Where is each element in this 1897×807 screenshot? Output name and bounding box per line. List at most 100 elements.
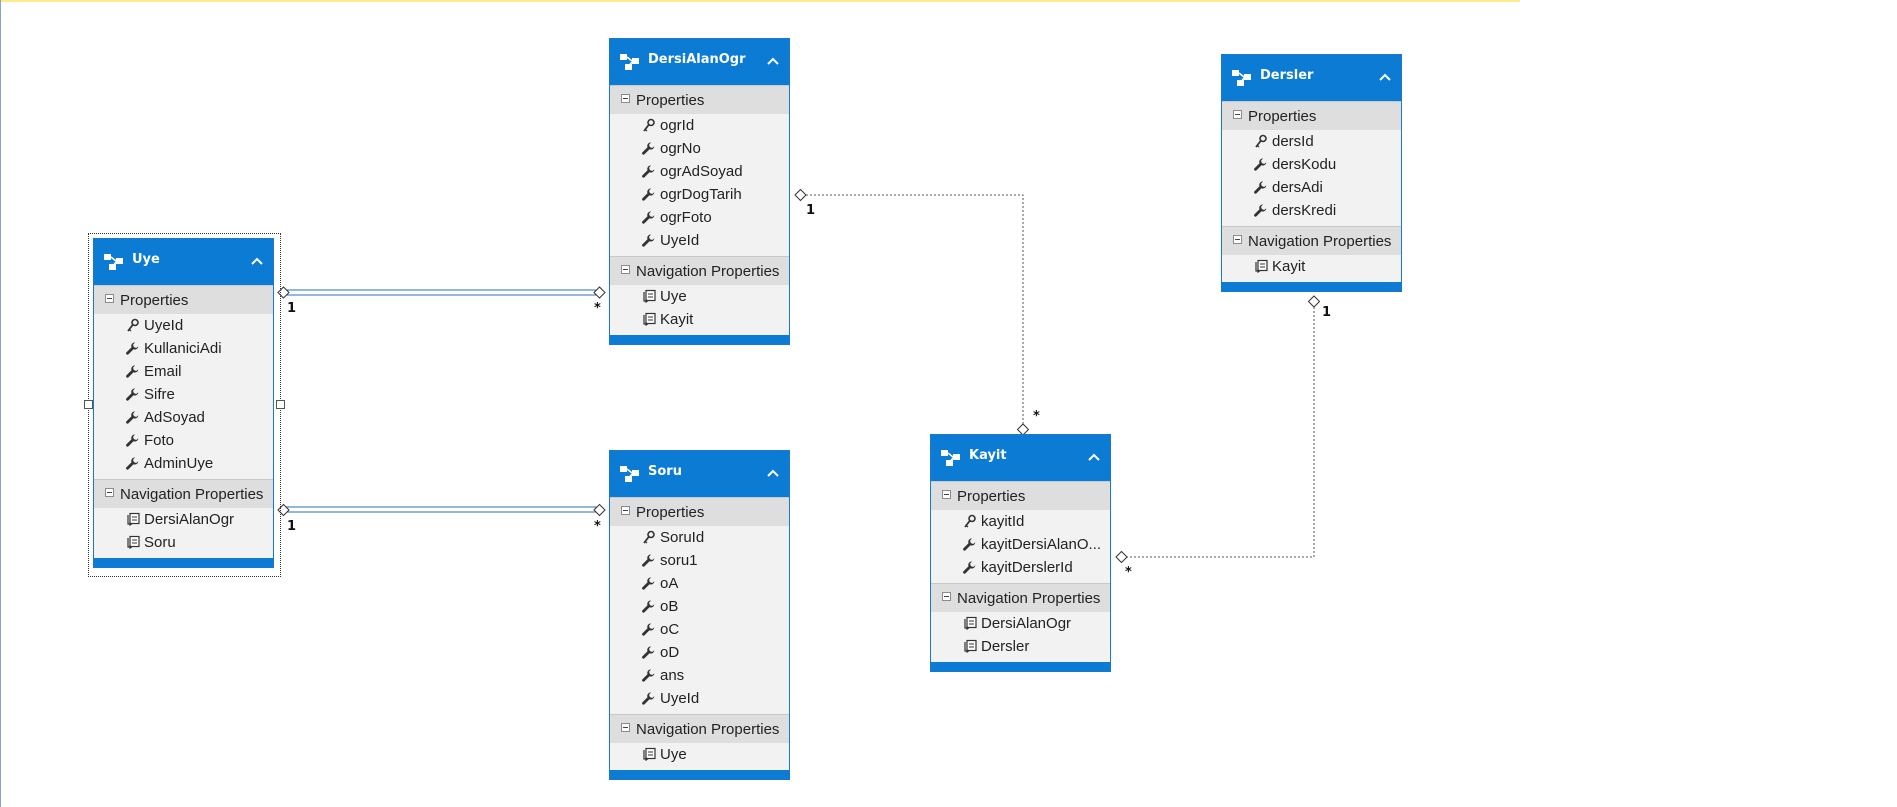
navigation-property-icon [641, 289, 656, 304]
navigation-property-row[interactable]: Uye [610, 285, 789, 308]
property-row[interactable]: dersKodu [1222, 153, 1401, 176]
properties-section-header[interactable]: Properties [1222, 101, 1401, 130]
multiplicity-label: 1 [287, 519, 297, 534]
scalar-property-icon [1253, 180, 1268, 195]
association-uye-dersialanogr[interactable] [277, 286, 606, 299]
resize-handle-right[interactable] [276, 400, 285, 409]
navigation-property-row[interactable]: DersiAlanOgr [931, 612, 1110, 635]
multiplicity-label: * [1125, 565, 1132, 580]
scalar-property-icon [641, 668, 656, 683]
property-row[interactable]: UyeId [610, 687, 789, 710]
collapse-section-icon[interactable] [942, 592, 951, 601]
chevron-up-icon[interactable] [1378, 72, 1392, 82]
association-dersler-kayit[interactable] [1115, 295, 1321, 564]
association-uye-soru[interactable] [277, 503, 606, 517]
property-row[interactable]: UyeId [610, 229, 789, 252]
property-row[interactable]: Sifre [94, 383, 273, 406]
property-name: ogrDogTarih [660, 186, 742, 203]
scalar-property-icon [641, 233, 656, 248]
property-row[interactable]: Foto [94, 429, 273, 452]
properties-section-header[interactable]: Properties [610, 85, 789, 114]
property-row[interactable]: soru1 [610, 549, 789, 572]
navigation-property-row[interactable]: Uye [610, 743, 789, 766]
property-row[interactable]: dersId [1222, 130, 1401, 153]
property-name: dersAdi [1272, 179, 1323, 196]
navigation-property-row[interactable]: Kayit [1222, 255, 1401, 278]
entity-type-icon [941, 450, 960, 466]
property-row[interactable]: kayitDerslerId [931, 556, 1110, 579]
collapse-section-icon[interactable] [105, 488, 114, 497]
entity-header[interactable]: Kayit [931, 435, 1110, 481]
property-row[interactable]: dersAdi [1222, 176, 1401, 199]
property-row[interactable]: ogrAdSoyad [610, 160, 789, 183]
collapse-section-icon[interactable] [942, 490, 951, 499]
properties-section-header[interactable]: Properties [931, 481, 1110, 510]
property-row[interactable]: UyeId [94, 314, 273, 337]
scalar-property-icon [641, 622, 656, 637]
navigation-property-row[interactable]: Soru [94, 531, 273, 554]
properties-section-header[interactable]: Properties [610, 497, 789, 526]
entity-kayit[interactable]: Kayit Properties kayitId kayitDersiAlanO.… [930, 434, 1111, 672]
property-row[interactable]: KullaniciAdi [94, 337, 273, 360]
scalar-property-icon [641, 553, 656, 568]
property-row[interactable]: oC [610, 618, 789, 641]
property-row[interactable]: ogrId [610, 114, 789, 137]
multiplicity-label: * [594, 519, 601, 534]
entity-header[interactable]: Dersler [1222, 55, 1401, 101]
resize-handle-left[interactable] [84, 400, 93, 409]
property-name: dersKredi [1272, 202, 1337, 219]
property-row[interactable]: Email [94, 360, 273, 383]
section-label: Navigation Properties [120, 486, 264, 503]
property-row[interactable]: ans [610, 664, 789, 687]
navigation-property-row[interactable]: DersiAlanOgr [94, 508, 273, 531]
navigation-property-row[interactable]: Kayit [610, 308, 789, 331]
scalar-property-icon [641, 141, 656, 156]
collapse-section-icon[interactable] [621, 506, 630, 515]
section-label: Properties [636, 92, 705, 109]
property-row[interactable]: AdSoyad [94, 406, 273, 429]
entity-title: Soru [648, 464, 682, 479]
property-row[interactable]: oD [610, 641, 789, 664]
chevron-up-icon[interactable] [250, 256, 264, 266]
collapse-section-icon[interactable] [105, 294, 114, 303]
property-row[interactable]: ogrDogTarih [610, 183, 789, 206]
property-row[interactable]: kayitId [931, 510, 1110, 533]
collapse-section-icon[interactable] [1233, 235, 1242, 244]
entity-header[interactable]: Soru [610, 451, 789, 497]
collapse-section-icon[interactable] [621, 265, 630, 274]
property-row[interactable]: oA [610, 572, 789, 595]
property-row[interactable]: kayitDersiAlanO... [931, 533, 1110, 556]
property-name: ogrId [660, 117, 695, 134]
entity-header[interactable]: DersiAlanOgr [610, 39, 789, 85]
property-row[interactable]: dersKredi [1222, 199, 1401, 222]
property-row[interactable]: AdminUye [94, 452, 273, 475]
entity-header[interactable]: Uye [94, 239, 273, 285]
chevron-up-icon[interactable] [766, 468, 780, 478]
collapse-section-icon[interactable] [621, 723, 630, 732]
navigation-property-icon [641, 747, 656, 762]
entity-title: Kayit [969, 448, 1007, 463]
navigation-section-header[interactable]: Navigation Properties [610, 256, 789, 285]
property-name: kayitDersiAlanO... [981, 536, 1102, 553]
designer-top-border [0, 0, 1520, 2]
collapse-section-icon[interactable] [621, 94, 630, 103]
navigation-section-header[interactable]: Navigation Properties [94, 479, 273, 508]
property-row[interactable]: ogrNo [610, 137, 789, 160]
navigation-section-header[interactable]: Navigation Properties [610, 714, 789, 743]
property-row[interactable]: SoruId [610, 526, 789, 549]
navigation-property-row[interactable]: Dersler [931, 635, 1110, 658]
navigation-section-header[interactable]: Navigation Properties [1222, 226, 1401, 255]
properties-section-header[interactable]: Properties [94, 285, 273, 314]
chevron-up-icon[interactable] [766, 56, 780, 66]
property-row[interactable]: ogrFoto [610, 206, 789, 229]
association-dersialanogr-kayit[interactable] [794, 188, 1030, 436]
navigation-section-header[interactable]: Navigation Properties [931, 583, 1110, 612]
property-row[interactable]: oB [610, 595, 789, 618]
collapse-section-icon[interactable] [1233, 110, 1242, 119]
chevron-up-icon[interactable] [1087, 452, 1101, 462]
primary-key-icon [641, 530, 656, 545]
